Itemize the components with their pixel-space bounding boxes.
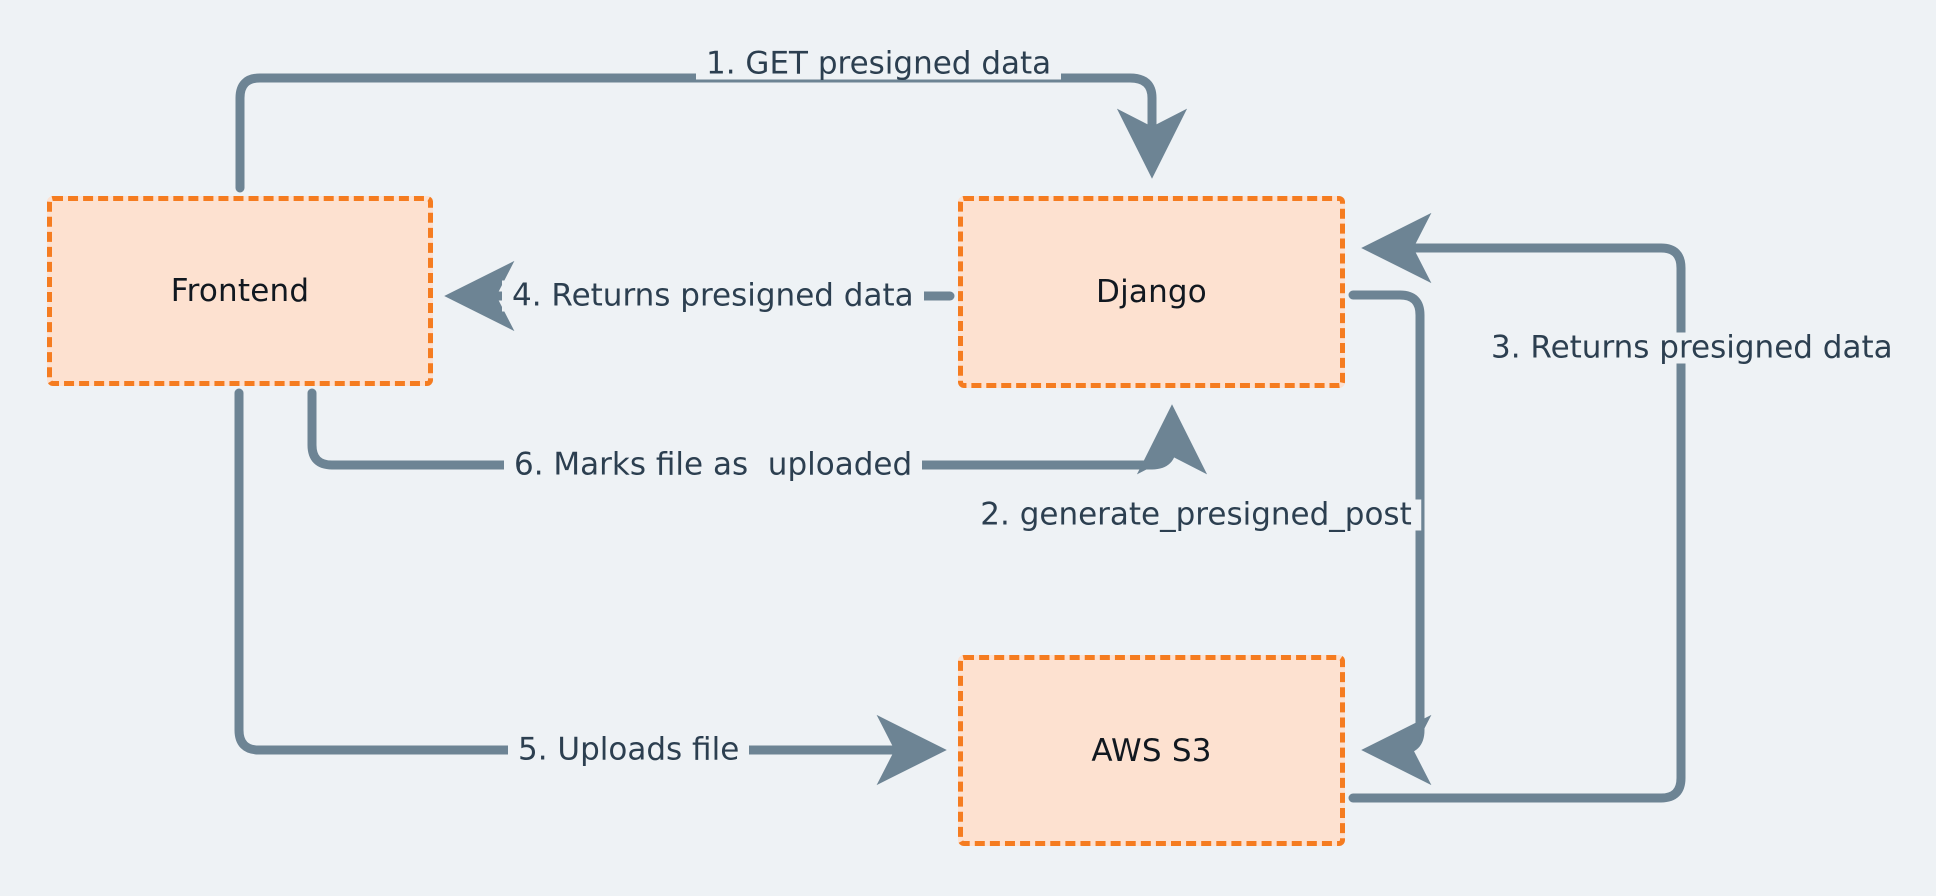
edge-label-6: 6. Marks file as uploaded [504,449,923,481]
edge-label-3: 3. Returns presigned data [1481,332,1903,364]
edge-label-4: 4. Returns presigned data [502,280,924,312]
node-django-label: Django [1096,274,1207,310]
edge-label-2: 2. generate_presigned_post [970,499,1422,531]
edge-label-1: 1. GET presigned data [696,48,1062,80]
edge-5-path [234,388,947,786]
node-frontend[interactable]: Frontend [47,196,433,386]
edge-3-path [1348,212,1686,803]
node-aws-s3-label: AWS S3 [1091,732,1212,769]
node-frontend-label: Frontend [170,273,310,309]
node-django[interactable]: Django [958,196,1345,388]
edge-label-5: 5. Uploads file [508,734,750,766]
node-aws-s3[interactable]: AWS S3 [958,655,1345,846]
edge-1-path [235,73,1188,193]
